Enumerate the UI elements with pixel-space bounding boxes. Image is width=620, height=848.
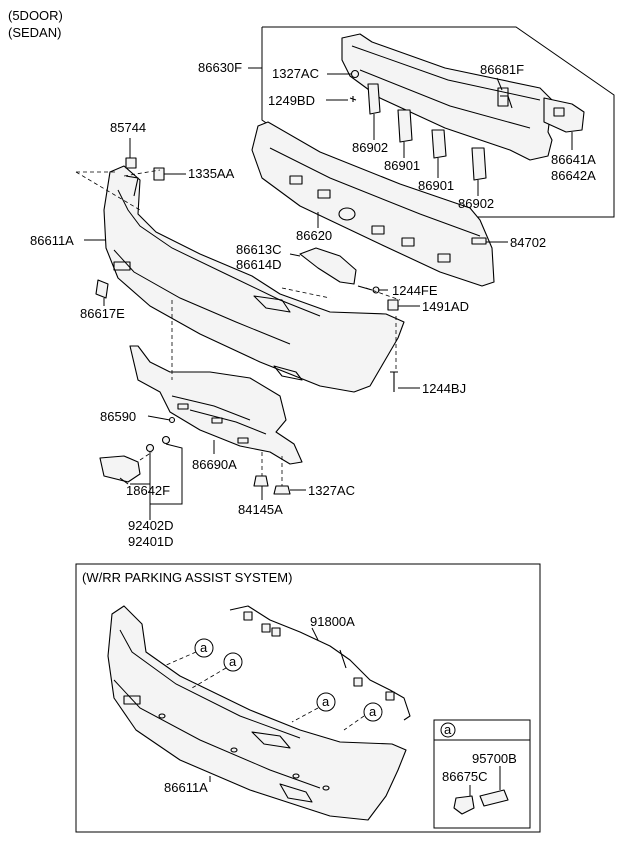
label-1244BJ: 1244BJ: [422, 381, 466, 396]
label-86902-left: 86902: [352, 140, 388, 155]
bulb-18642F-icon: [145, 443, 155, 453]
label-1491AD: 1491AD: [422, 299, 469, 314]
clip-86681F-icon: [500, 95, 513, 109]
callout-a-4-letter: a: [369, 704, 377, 719]
side-bracket-86613C-part: [299, 247, 357, 285]
label-86617E: 86617E: [80, 306, 125, 321]
label-1327AC-bottom: 1327AC: [308, 483, 355, 498]
nut-1327AC-bottom-icon: [273, 485, 291, 495]
side-bracket-part: [543, 97, 585, 133]
label-86641A: 86641A: [551, 152, 596, 167]
screw-1244FE-icon: [357, 285, 373, 291]
energy-absorber-part: [251, 121, 495, 287]
absorber-pad-86901-left: [397, 109, 413, 143]
label-86611A-parking: 86611A: [164, 780, 208, 795]
clip-1335AA-icon: [153, 167, 165, 181]
clip-1491AD-icon: [387, 299, 399, 311]
callout-a-1-letter: a: [200, 640, 208, 655]
retainer-84702-icon: [471, 237, 487, 245]
label-85744: 85744: [110, 120, 146, 135]
label-86681F: 86681F: [480, 62, 524, 77]
label-86611A: 86611A: [30, 233, 74, 248]
label-84145A: 84145A: [238, 502, 283, 517]
label-86590: 86590: [100, 409, 136, 424]
bolt-1249BD-icon: [349, 96, 357, 102]
bumper-cover-part: [103, 165, 405, 393]
label-1244FE: 1244FE: [392, 283, 438, 298]
nut-1327AC-icon: [350, 69, 360, 79]
parking-assist-title: (W/RR PARKING ASSIST SYSTEM): [82, 570, 292, 585]
label-86630F: 86630F: [198, 60, 242, 75]
label-18642F: 18642F: [126, 483, 170, 498]
header-5door: (5DOOR): [8, 8, 63, 23]
parking-assist-section: (W/RR PARKING ASSIST SYSTEM): [75, 563, 541, 833]
sensor-inset-box: a 95700B 86675C: [433, 719, 531, 829]
callout-a-3: a: [291, 692, 336, 723]
ultrasonic-sensor-icon: [479, 789, 509, 807]
callout-a-2: a: [191, 652, 243, 689]
label-86901-left: 86901: [384, 158, 420, 173]
wiring-harness-part: [229, 605, 411, 721]
label-1335AA: 1335AA: [188, 166, 235, 181]
label-86675C: 86675C: [442, 769, 488, 784]
label-1327AC-top: 1327AC: [272, 66, 319, 81]
callout-a-2-letter: a: [229, 654, 237, 669]
callout-a-4: a: [343, 702, 383, 731]
label-92402D: 92402D: [128, 518, 174, 533]
absorber-pad-86902-left: [367, 83, 381, 115]
cover-86617E-icon: [95, 279, 109, 299]
callout-a-3-letter: a: [322, 694, 330, 709]
nut-84145A-icon: [253, 475, 269, 487]
bolt-1244BJ-icon: [390, 371, 398, 392]
bumper-cover-with-sensors-part: [107, 605, 407, 821]
label-86614D: 86614D: [236, 257, 282, 272]
sensor-holder-icon: [453, 795, 475, 815]
label-91800A: 91800A: [310, 614, 355, 629]
assembly-dashed-lines: [75, 169, 401, 486]
header-sedan: (SEDAN): [8, 25, 62, 40]
absorber-pad-86902-right: [471, 147, 487, 181]
label-95700B: 95700B: [472, 751, 517, 766]
label-86690A: 86690A: [192, 457, 237, 472]
label-86620: 86620: [296, 228, 332, 243]
label-86613C: 86613C: [236, 242, 282, 257]
reinforcement-assembly-box: [261, 26, 615, 218]
inset-letter: a: [444, 722, 452, 737]
label-86902-right: 86902: [458, 196, 494, 211]
label-92401D: 92401D: [128, 534, 174, 549]
absorber-pad-86901-right: [431, 129, 447, 159]
reflector-lamp-part: [99, 455, 141, 483]
label-1249BD: 1249BD: [268, 93, 315, 108]
clip-85744-icon: [125, 157, 137, 169]
back-beam-part: [341, 33, 553, 161]
label-86642A: 86642A: [551, 168, 596, 183]
label-84702: 84702: [510, 235, 546, 250]
leader-lines: [84, 67, 573, 520]
label-86901-right: 86901: [418, 178, 454, 193]
under-cover-part: [129, 345, 303, 465]
socket-icon: [161, 435, 171, 445]
clip-86590-icon: [168, 416, 176, 424]
callout-a-1: a: [163, 638, 214, 667]
